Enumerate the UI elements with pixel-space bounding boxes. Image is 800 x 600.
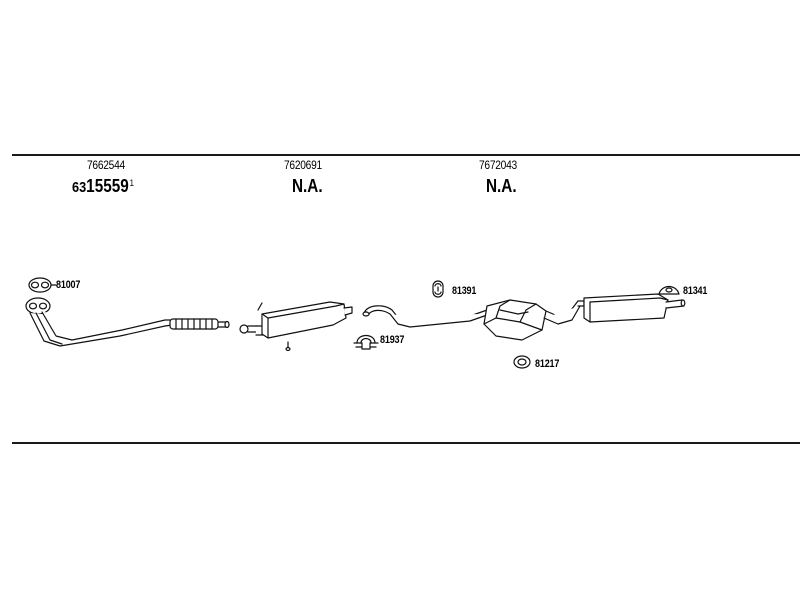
part-label-81937: 81937 [380, 334, 405, 346]
part-label-81007: 81007 [56, 279, 81, 291]
rear-muffler-icon [483, 299, 581, 341]
part-code-main: 15559 [86, 176, 129, 196]
column-2-reference: 7620691 [284, 158, 322, 172]
ring-81217-icon [513, 355, 531, 369]
front-pipe-icon [25, 297, 230, 347]
part-label-81341: 81341 [683, 285, 708, 297]
clamp-81937-icon [353, 334, 379, 350]
column-1-part-code: 63155591 [72, 176, 134, 197]
intermediate-pipe-icon [362, 305, 491, 328]
hanger-81341-icon [658, 285, 680, 295]
part-code-prefix: 63 [72, 179, 87, 196]
part-label-81391: 81391 [452, 285, 477, 297]
hanger-81391-icon [432, 280, 444, 298]
column-3-part-code: N.A. [486, 176, 517, 196]
part-code-superscript: 1 [129, 178, 134, 188]
column-1-reference: 7662544 [87, 158, 125, 172]
top-divider [12, 154, 800, 156]
tail-silencer-icon [577, 293, 686, 323]
column-2-part-code: N.A. [292, 176, 323, 196]
part-label-81217: 81217 [535, 358, 560, 370]
center-muffler-icon [239, 301, 353, 352]
gasket-81007-icon [28, 277, 57, 293]
column-3-reference: 7672043 [479, 158, 517, 172]
bottom-divider [12, 442, 800, 444]
